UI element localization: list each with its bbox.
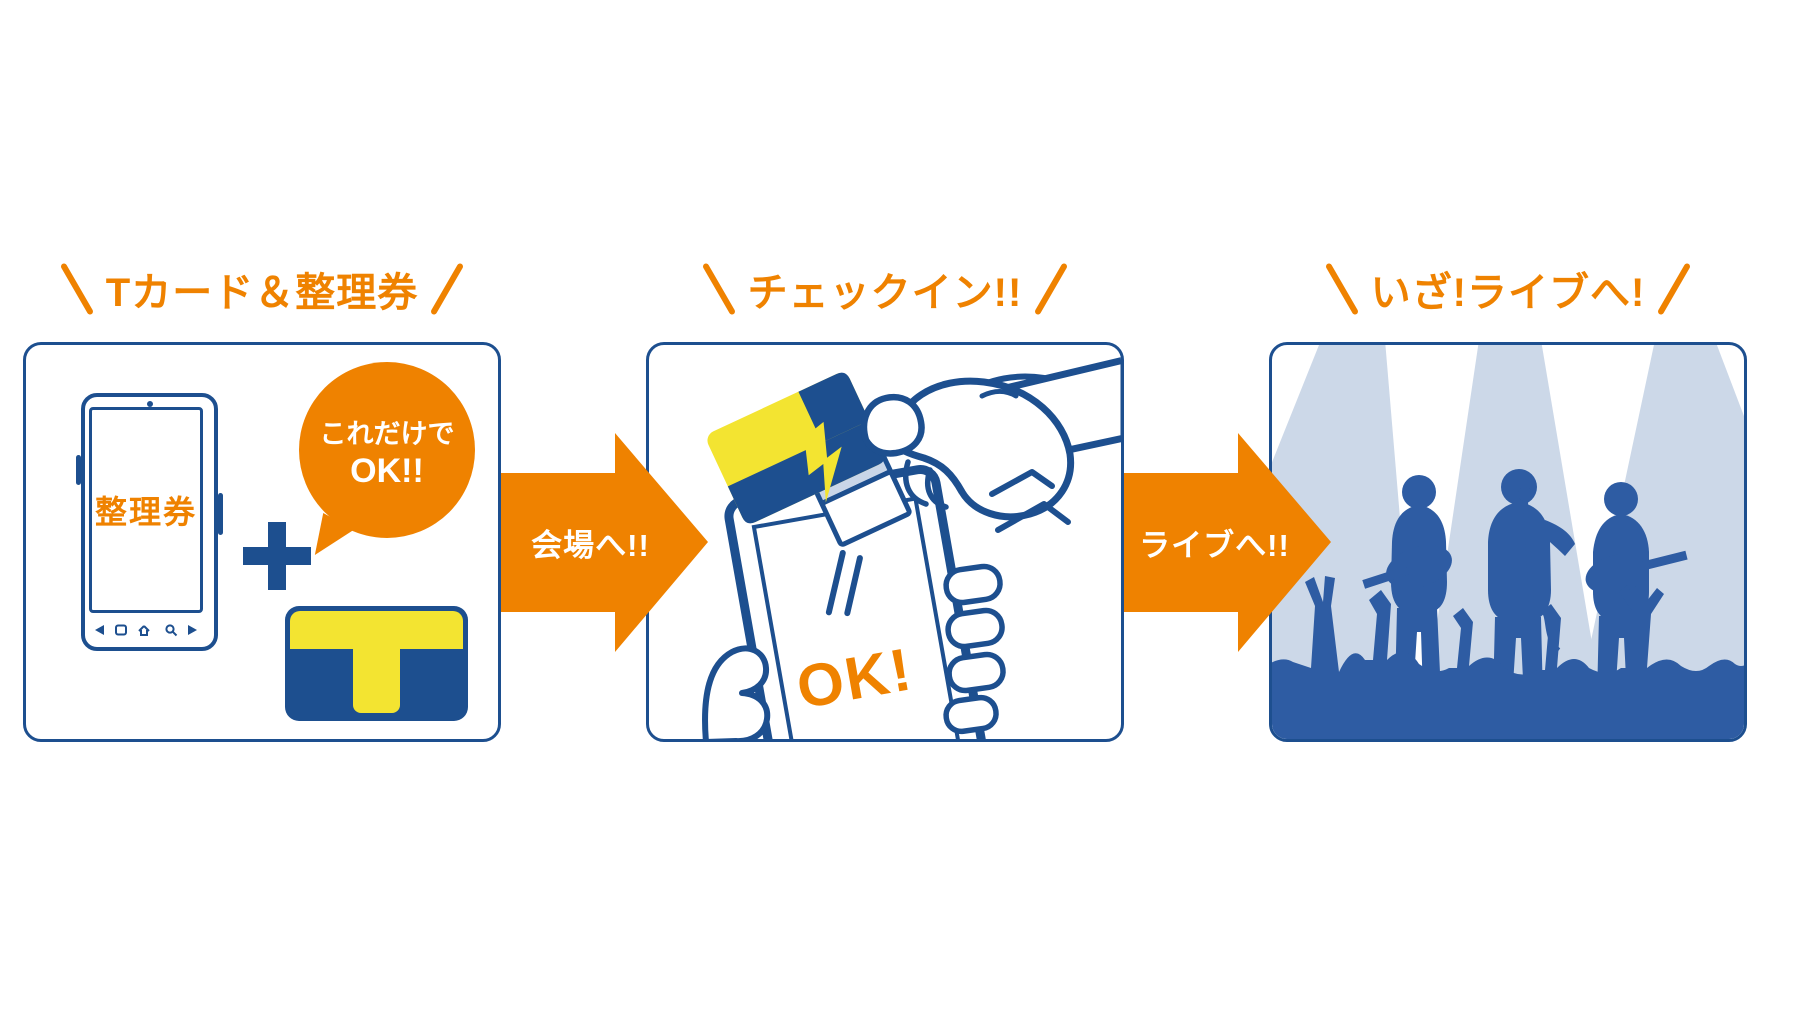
microphone-icon xyxy=(1518,487,1532,501)
checkin-panel: OK! xyxy=(646,342,1124,742)
bubble-line1: これだけで xyxy=(319,419,455,450)
home-icon xyxy=(138,625,150,636)
backslash-decoration-icon xyxy=(1324,262,1359,316)
phone-nav-icons xyxy=(91,624,201,641)
forward-triangle-icon xyxy=(188,625,197,635)
checkin-illustration: OK! xyxy=(702,357,1121,739)
tap-flash-icon xyxy=(804,421,842,503)
live-concert-illustration xyxy=(1272,345,1744,739)
thumb xyxy=(860,393,925,457)
motion-chevrons xyxy=(989,469,1071,533)
search-icon xyxy=(165,624,178,637)
phone-screen-label: 整理券 xyxy=(94,494,197,530)
step3-title: いざ!ライブへ! xyxy=(1370,271,1646,315)
slash-decoration-icon xyxy=(1034,262,1069,316)
tablet: OK! xyxy=(724,465,990,739)
smartphone-illustration: 整理券 xyxy=(76,393,223,651)
step3-heading: いざ!ライブへ! xyxy=(1269,250,1747,328)
speech-bubble: これだけで OK!! xyxy=(299,362,475,538)
t-logo-crossbar xyxy=(290,611,463,649)
plus-icon xyxy=(243,522,311,590)
band-silhouette xyxy=(1362,469,1688,700)
left-hand xyxy=(702,645,771,739)
live-panel xyxy=(1269,342,1747,742)
slash-decoration-icon xyxy=(430,262,465,316)
step2-title: チェックイン!! xyxy=(747,271,1023,315)
backslash-decoration-icon xyxy=(701,262,736,316)
bubble-line2: OK!! xyxy=(350,451,424,490)
phone-screen: 整理券 xyxy=(89,407,203,613)
knuckle-line xyxy=(979,389,1019,399)
t-card-in-hand xyxy=(707,372,885,524)
venue-arrow-label: 会場へ!! xyxy=(531,528,650,563)
phone-camera-dot xyxy=(146,401,153,407)
guitar-icon xyxy=(1585,550,1688,594)
slash-decoration-icon xyxy=(1657,262,1692,316)
ticket-panel: 整理券 これだけで OK!! xyxy=(23,342,501,742)
mic-stand-icon xyxy=(1522,493,1540,699)
step1-heading: Tカード＆整理券 xyxy=(23,250,501,328)
step1-title: Tカード＆整理券 xyxy=(105,271,419,315)
backslash-decoration-icon xyxy=(59,262,94,316)
gripping-fingers xyxy=(903,459,949,510)
live-arrow-label: ライブへ!! xyxy=(1139,528,1290,563)
step2-heading: チェックイン!! xyxy=(646,250,1124,328)
phone-side-button xyxy=(76,455,81,485)
guitar-icon xyxy=(1362,545,1452,589)
t-point-card-icon xyxy=(285,606,468,721)
fingers-behind-tablet xyxy=(943,563,1006,735)
window-icon xyxy=(115,624,127,636)
back-triangle-icon xyxy=(95,625,104,635)
phone-side-button xyxy=(218,493,223,535)
right-hand-palm xyxy=(892,377,1075,521)
crowd-silhouette xyxy=(1272,576,1744,739)
t-logo-stem xyxy=(353,646,400,713)
